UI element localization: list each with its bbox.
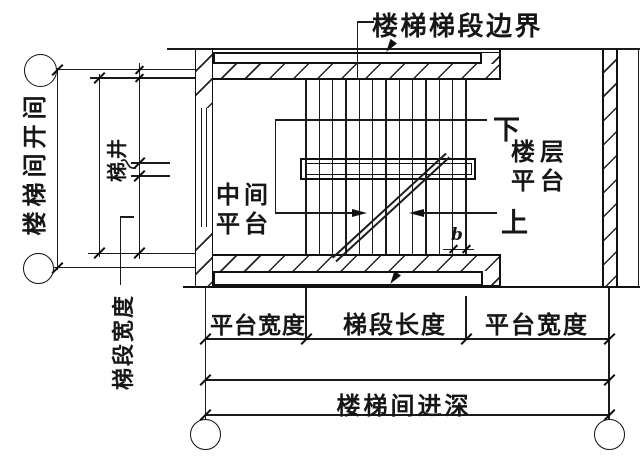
leader-vertical <box>356 21 359 80</box>
ext-line-well-top <box>131 162 170 164</box>
up-label: 上 <box>501 208 528 239</box>
axis-line-mid <box>53 267 195 269</box>
ext-line-top-face <box>90 77 195 79</box>
ext-left-vertical <box>204 288 206 419</box>
tread-line <box>425 79 427 254</box>
ext-flight-start <box>305 288 307 339</box>
window-glazing-line <box>205 108 207 227</box>
top-slab-line <box>167 48 640 50</box>
bottom-wall-hatch <box>213 256 500 271</box>
flight-width-label: 梯段宽度 <box>112 294 137 391</box>
tread-line <box>452 79 454 254</box>
tread-line <box>385 79 387 254</box>
mid-landing-line1: 中间 <box>216 181 272 209</box>
dim-line-bay <box>56 68 58 270</box>
stairhall-depth-label: 楼梯间进深 <box>336 392 472 420</box>
tread-line <box>332 79 334 254</box>
handrail-outer <box>300 157 476 180</box>
tread-line <box>358 79 360 254</box>
ext-line-bottom-face <box>88 252 195 254</box>
flight-edge-line <box>305 79 307 254</box>
flight-boundary-label: 楼梯梯段边界 <box>372 12 544 42</box>
mid-landing-line2: 平台 <box>216 210 272 238</box>
tread-line <box>372 79 374 254</box>
down-label: 下 <box>493 115 520 146</box>
platform-width-left-label: 平台宽度 <box>210 313 306 339</box>
left-wall-lower <box>195 227 213 288</box>
ext-right-vertical <box>608 288 610 419</box>
bottom-slab-line <box>183 286 640 289</box>
left-wall-window <box>195 108 213 227</box>
stair-well-leader-squiggle <box>120 159 137 169</box>
walking-return-line <box>275 212 353 214</box>
tread-line <box>412 79 414 254</box>
flight-width-leader-h <box>119 216 134 218</box>
handrail-inner <box>304 162 472 175</box>
tread-line <box>318 79 320 254</box>
tread-b-label: b <box>451 225 463 245</box>
window-glazing-line <box>200 108 202 227</box>
walking-line-turn <box>274 119 276 213</box>
tread-line <box>398 79 400 254</box>
ext-line-well-bottom <box>131 175 170 177</box>
bottom-wall-corner <box>483 271 500 286</box>
floor-landing-label: 楼层 平台 <box>509 138 571 196</box>
tread-line <box>345 79 347 254</box>
flight-width-leader-v <box>119 217 121 285</box>
top-flight-boundary-strip <box>213 52 482 64</box>
bay-width-label: 楼梯间开间 <box>21 90 49 236</box>
ext-flight-end <box>465 296 467 339</box>
top-wall-end <box>498 48 501 80</box>
flight-edge-line <box>465 79 467 254</box>
platform-width-right-label: 平台宽度 <box>485 311 589 339</box>
leader-horizontal <box>357 21 374 23</box>
right-wall <box>602 49 618 287</box>
axis-bubble-top-left <box>23 53 57 87</box>
axis-bubble-bottom-left <box>189 418 221 450</box>
top-wall-corner <box>480 52 500 64</box>
floor-landing-line1: 楼层 <box>511 138 569 166</box>
dim-row-axis-depth <box>205 414 609 416</box>
flight-length-label: 梯段长度 <box>343 311 447 339</box>
right-edge-line <box>637 49 639 287</box>
top-wall-hatch <box>213 63 500 80</box>
tread-b-dim-line <box>443 248 474 250</box>
axis-line-top <box>56 69 195 71</box>
walking-arrow-left <box>409 208 424 217</box>
dim-row-clear-depth <box>205 379 609 381</box>
dim-line-clear-width <box>98 74 100 257</box>
up-walking-line <box>423 212 497 214</box>
mid-landing-label: 中间 平台 <box>214 181 274 239</box>
bottom-flight-boundary-strip <box>213 271 483 286</box>
axis-bubble-mid-left <box>22 252 54 284</box>
down-walking-line <box>275 119 487 121</box>
left-wall-upper <box>195 48 213 108</box>
floor-landing-line2: 平台 <box>511 167 569 195</box>
bottom-wall-inner-face <box>213 253 500 257</box>
dim-row-platform-flight <box>205 338 609 340</box>
axis-bubble-bottom-right <box>593 418 625 450</box>
bottom-wall-end <box>498 254 501 288</box>
walking-arrow-right <box>352 208 367 217</box>
